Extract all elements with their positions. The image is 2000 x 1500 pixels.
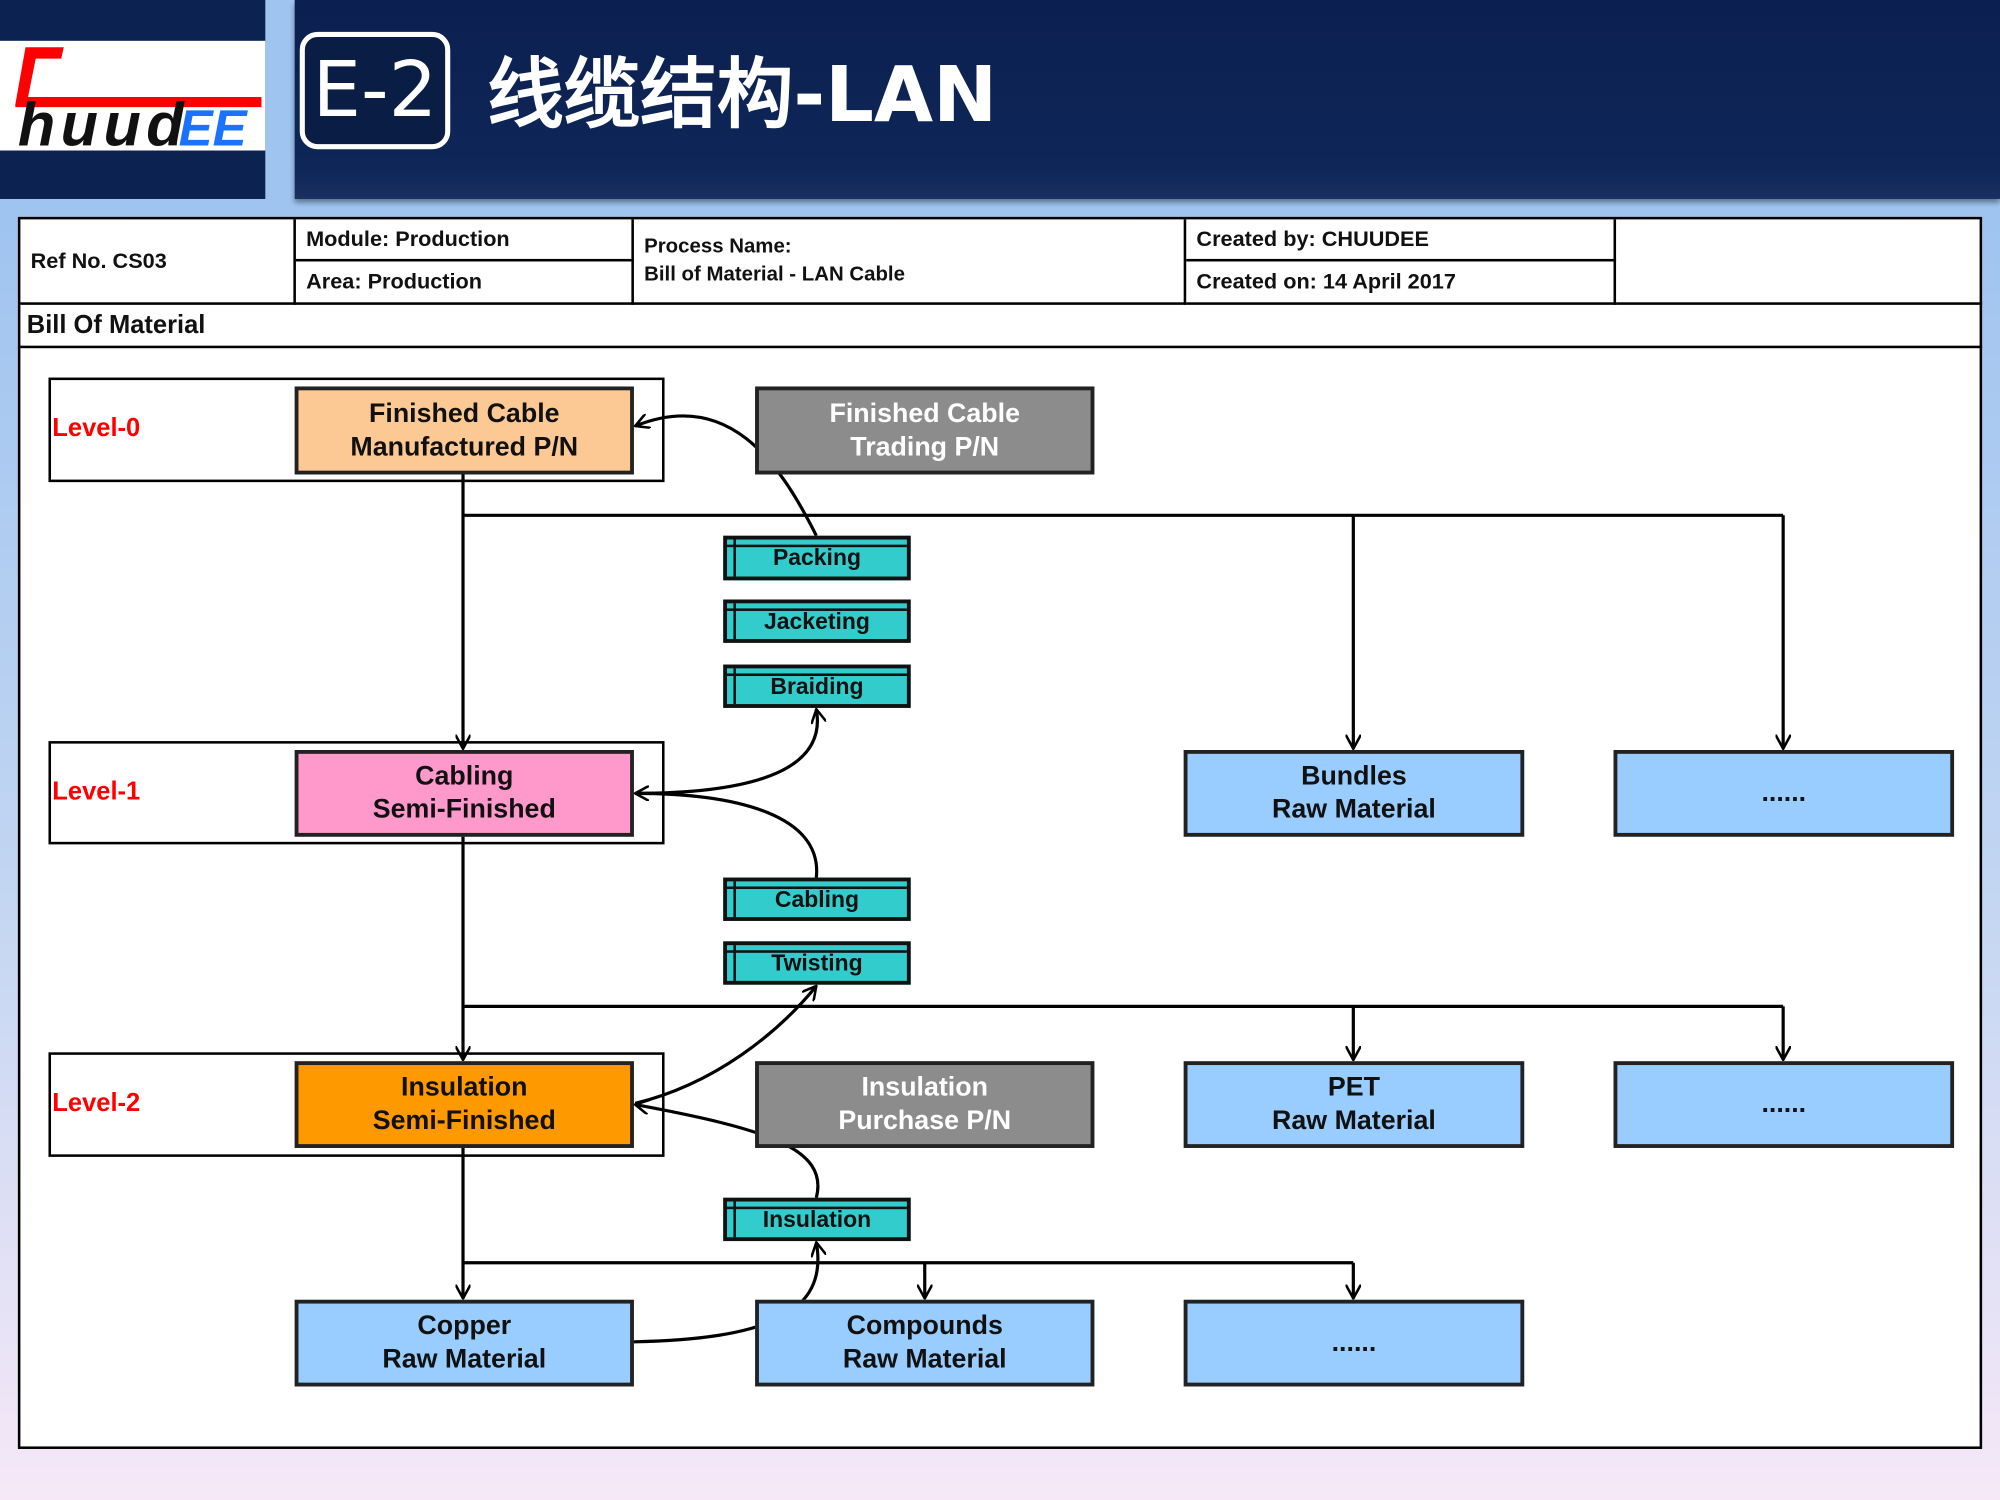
node-level3-more[interactable]: ......	[1183, 1299, 1525, 1387]
process-twisting[interactable]: Twisting	[723, 941, 911, 985]
process-braiding[interactable]: Braiding	[723, 664, 911, 708]
node-level2-more[interactable]: ......	[1613, 1061, 1955, 1148]
process-cell: Process Name: Bill of Material - LAN Cab…	[633, 219, 1187, 305]
level-2-label: Level-2	[52, 1089, 141, 1118]
node-line: Raw Material	[382, 1344, 547, 1374]
node-line: Raw Material	[1272, 1105, 1436, 1136]
process-label: Process Name:	[644, 235, 792, 258]
module: Module: Production	[295, 219, 634, 262]
process-cabling[interactable]: Cabling	[723, 877, 911, 921]
process-jacketing[interactable]: Jacketing	[723, 599, 911, 643]
svg-text:EE: EE	[179, 99, 249, 150]
node-line: ......	[1761, 778, 1807, 808]
node-line: Semi-Finished	[372, 1105, 556, 1136]
node-line: Compounds	[846, 1311, 1003, 1341]
header-band	[294, 0, 2000, 199]
level-0-label: Level-0	[52, 414, 141, 443]
created-by: Created by: CHUUDEE	[1186, 219, 1617, 262]
section-title: Bill Of Material	[20, 305, 1983, 349]
node-line: PET	[1327, 1072, 1380, 1103]
node-line: Raw Material	[1272, 794, 1436, 824]
node-line: Raw Material	[842, 1344, 1007, 1374]
node-line: Manufactured P/N	[350, 431, 579, 462]
node-line: Copper	[417, 1311, 512, 1341]
process-name: Bill of Material - LAN Cable	[644, 263, 905, 286]
company-logo: huud EE	[0, 40, 266, 158]
process-insulation[interactable]: Insulation	[723, 1197, 911, 1242]
node-line: Insulation	[401, 1072, 528, 1103]
area: Area: Production	[295, 261, 634, 305]
node-level1-more[interactable]: ......	[1613, 749, 1955, 837]
created-on: Created on: 14 April 2017	[1186, 261, 1617, 305]
node-line: ......	[1331, 1327, 1377, 1358]
node-line: Cabling	[415, 761, 514, 791]
process-packing[interactable]: Packing	[723, 535, 911, 581]
ref-no: Ref No. CS03	[20, 219, 296, 305]
node-line: Purchase P/N	[838, 1105, 1012, 1136]
empty-cell	[1616, 219, 1983, 305]
node-line: ......	[1761, 1089, 1807, 1119]
section-badge: E-2	[299, 31, 451, 150]
page-title: 线缆结构-LAN	[487, 51, 998, 141]
level-1-label: Level-1	[52, 778, 141, 807]
node-line: Finished Cable	[829, 398, 1020, 428]
node-line: Bundles	[1301, 761, 1407, 791]
node-line: Finished Cable	[369, 398, 560, 428]
node-line: Insulation	[861, 1072, 988, 1103]
node-line: Trading P/N	[850, 431, 1000, 462]
node-line: Semi-Finished	[372, 794, 556, 824]
